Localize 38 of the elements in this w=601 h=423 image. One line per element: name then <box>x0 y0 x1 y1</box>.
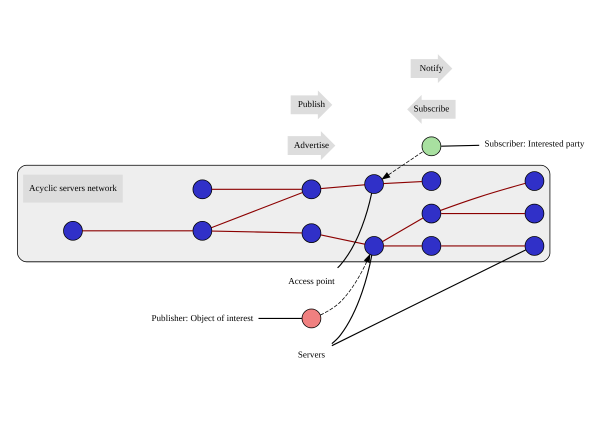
connector <box>212 188 302 190</box>
node-circle <box>422 136 442 156</box>
node-text: Access point <box>288 275 335 286</box>
node-circle <box>364 236 384 256</box>
node-circle <box>302 179 322 199</box>
node-circle <box>422 236 442 256</box>
connector <box>320 184 365 189</box>
connector <box>441 212 525 214</box>
arrow <box>320 253 370 315</box>
connector <box>337 192 372 268</box>
connector <box>440 182 526 210</box>
arrow <box>381 150 424 180</box>
connector <box>258 317 302 318</box>
node-circle <box>302 308 322 328</box>
node-circle <box>524 203 544 223</box>
connector <box>332 248 526 346</box>
node-circle <box>524 170 544 190</box>
node-circle <box>422 170 442 190</box>
connector <box>212 230 302 233</box>
node-text: Publisher: Object of interest <box>152 312 254 322</box>
connector <box>384 244 422 246</box>
connector <box>384 180 422 184</box>
node-text: Servers <box>298 349 326 360</box>
connector <box>441 244 525 246</box>
node-circle <box>422 203 442 223</box>
node-text: Subscriber: Interested party <box>484 138 584 148</box>
node-circle <box>364 174 384 194</box>
node-circle <box>63 220 83 240</box>
node-circle <box>192 220 212 240</box>
connector <box>441 144 480 146</box>
connector <box>320 234 365 244</box>
connector <box>382 217 424 242</box>
node-circle <box>192 179 212 199</box>
connector <box>331 254 372 344</box>
node-circle <box>524 236 544 256</box>
node-circle <box>302 222 322 242</box>
connector <box>82 230 193 231</box>
connector <box>211 192 302 228</box>
